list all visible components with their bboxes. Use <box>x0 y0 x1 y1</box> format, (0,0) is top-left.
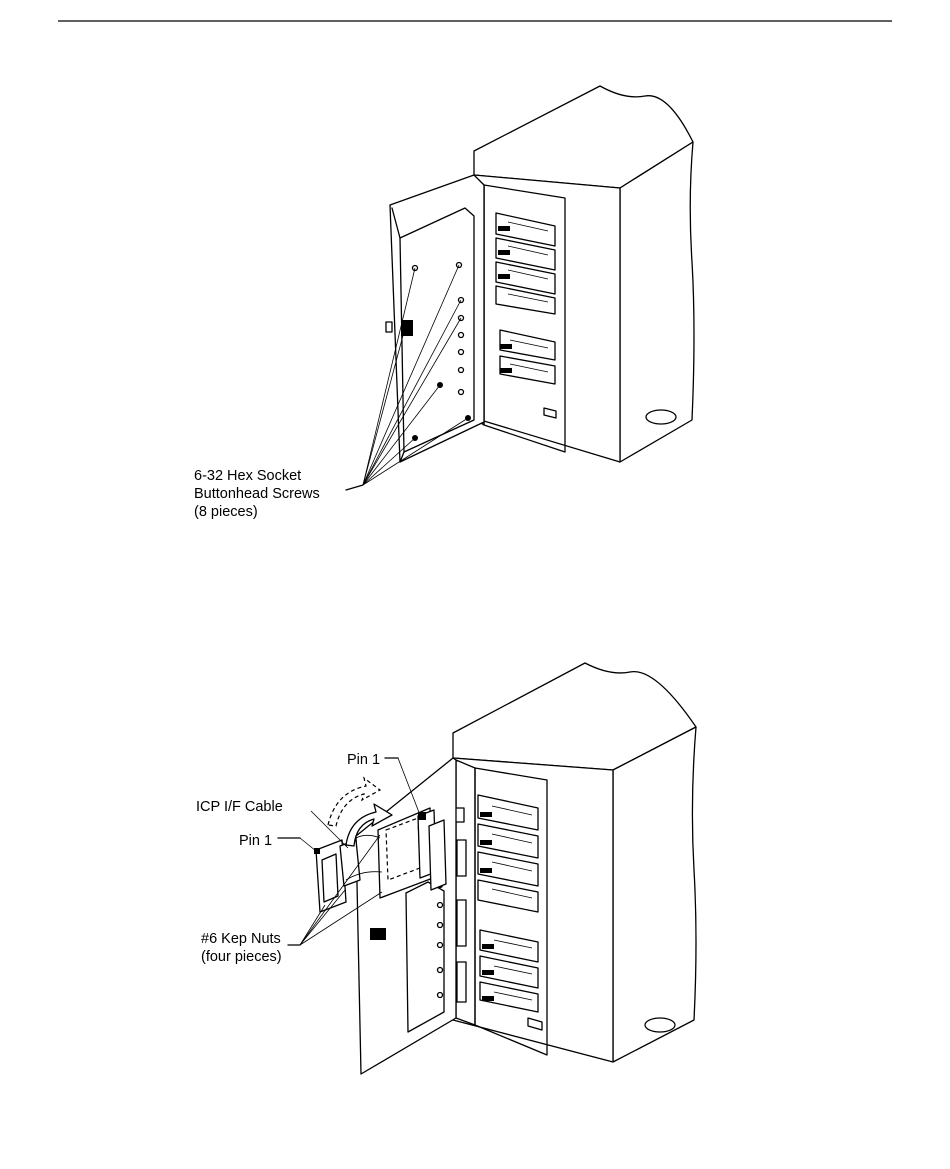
door-1-latch <box>401 320 413 336</box>
pin1-label-upper: Pin 1 <box>347 752 380 768</box>
hinge-8 <box>457 962 466 1002</box>
hinge-6 <box>457 840 466 876</box>
cabinet-1-foot <box>646 410 676 424</box>
screws-label-line2: Buttonhead Screws <box>194 486 320 502</box>
door-2-open <box>356 758 456 1074</box>
kep-nuts-label-line2: (four pieces) <box>201 949 282 965</box>
figure-1-cabinet-door-screws: 6-32 Hex Socket Buttonhead Screws (8 pie… <box>194 86 694 520</box>
hinge-7 <box>457 900 466 946</box>
figure-2-cable-and-kep-nuts: Pin 1 ICP I/F Cable Pin 1 #6 Kep Nuts (f… <box>196 663 696 1074</box>
door-1-open <box>386 175 484 462</box>
cable-label: ICP I/F Cable <box>196 799 283 815</box>
screws-label-line3: (8 pieces) <box>194 504 258 520</box>
cabinet-1 <box>474 86 694 462</box>
pin1-label-left: Pin 1 <box>239 833 272 849</box>
board-mount-strip <box>429 820 446 890</box>
door-1-handle <box>386 322 392 332</box>
cabinet-2-foot <box>645 1018 675 1032</box>
door-2-latch <box>370 928 386 940</box>
cabinet-2 <box>453 663 696 1062</box>
kep-nuts-label-line1: #6 Kep Nuts <box>201 931 281 947</box>
cabinet-2-right-side <box>613 727 696 1062</box>
screws-label-line1: 6-32 Hex Socket <box>194 468 301 484</box>
